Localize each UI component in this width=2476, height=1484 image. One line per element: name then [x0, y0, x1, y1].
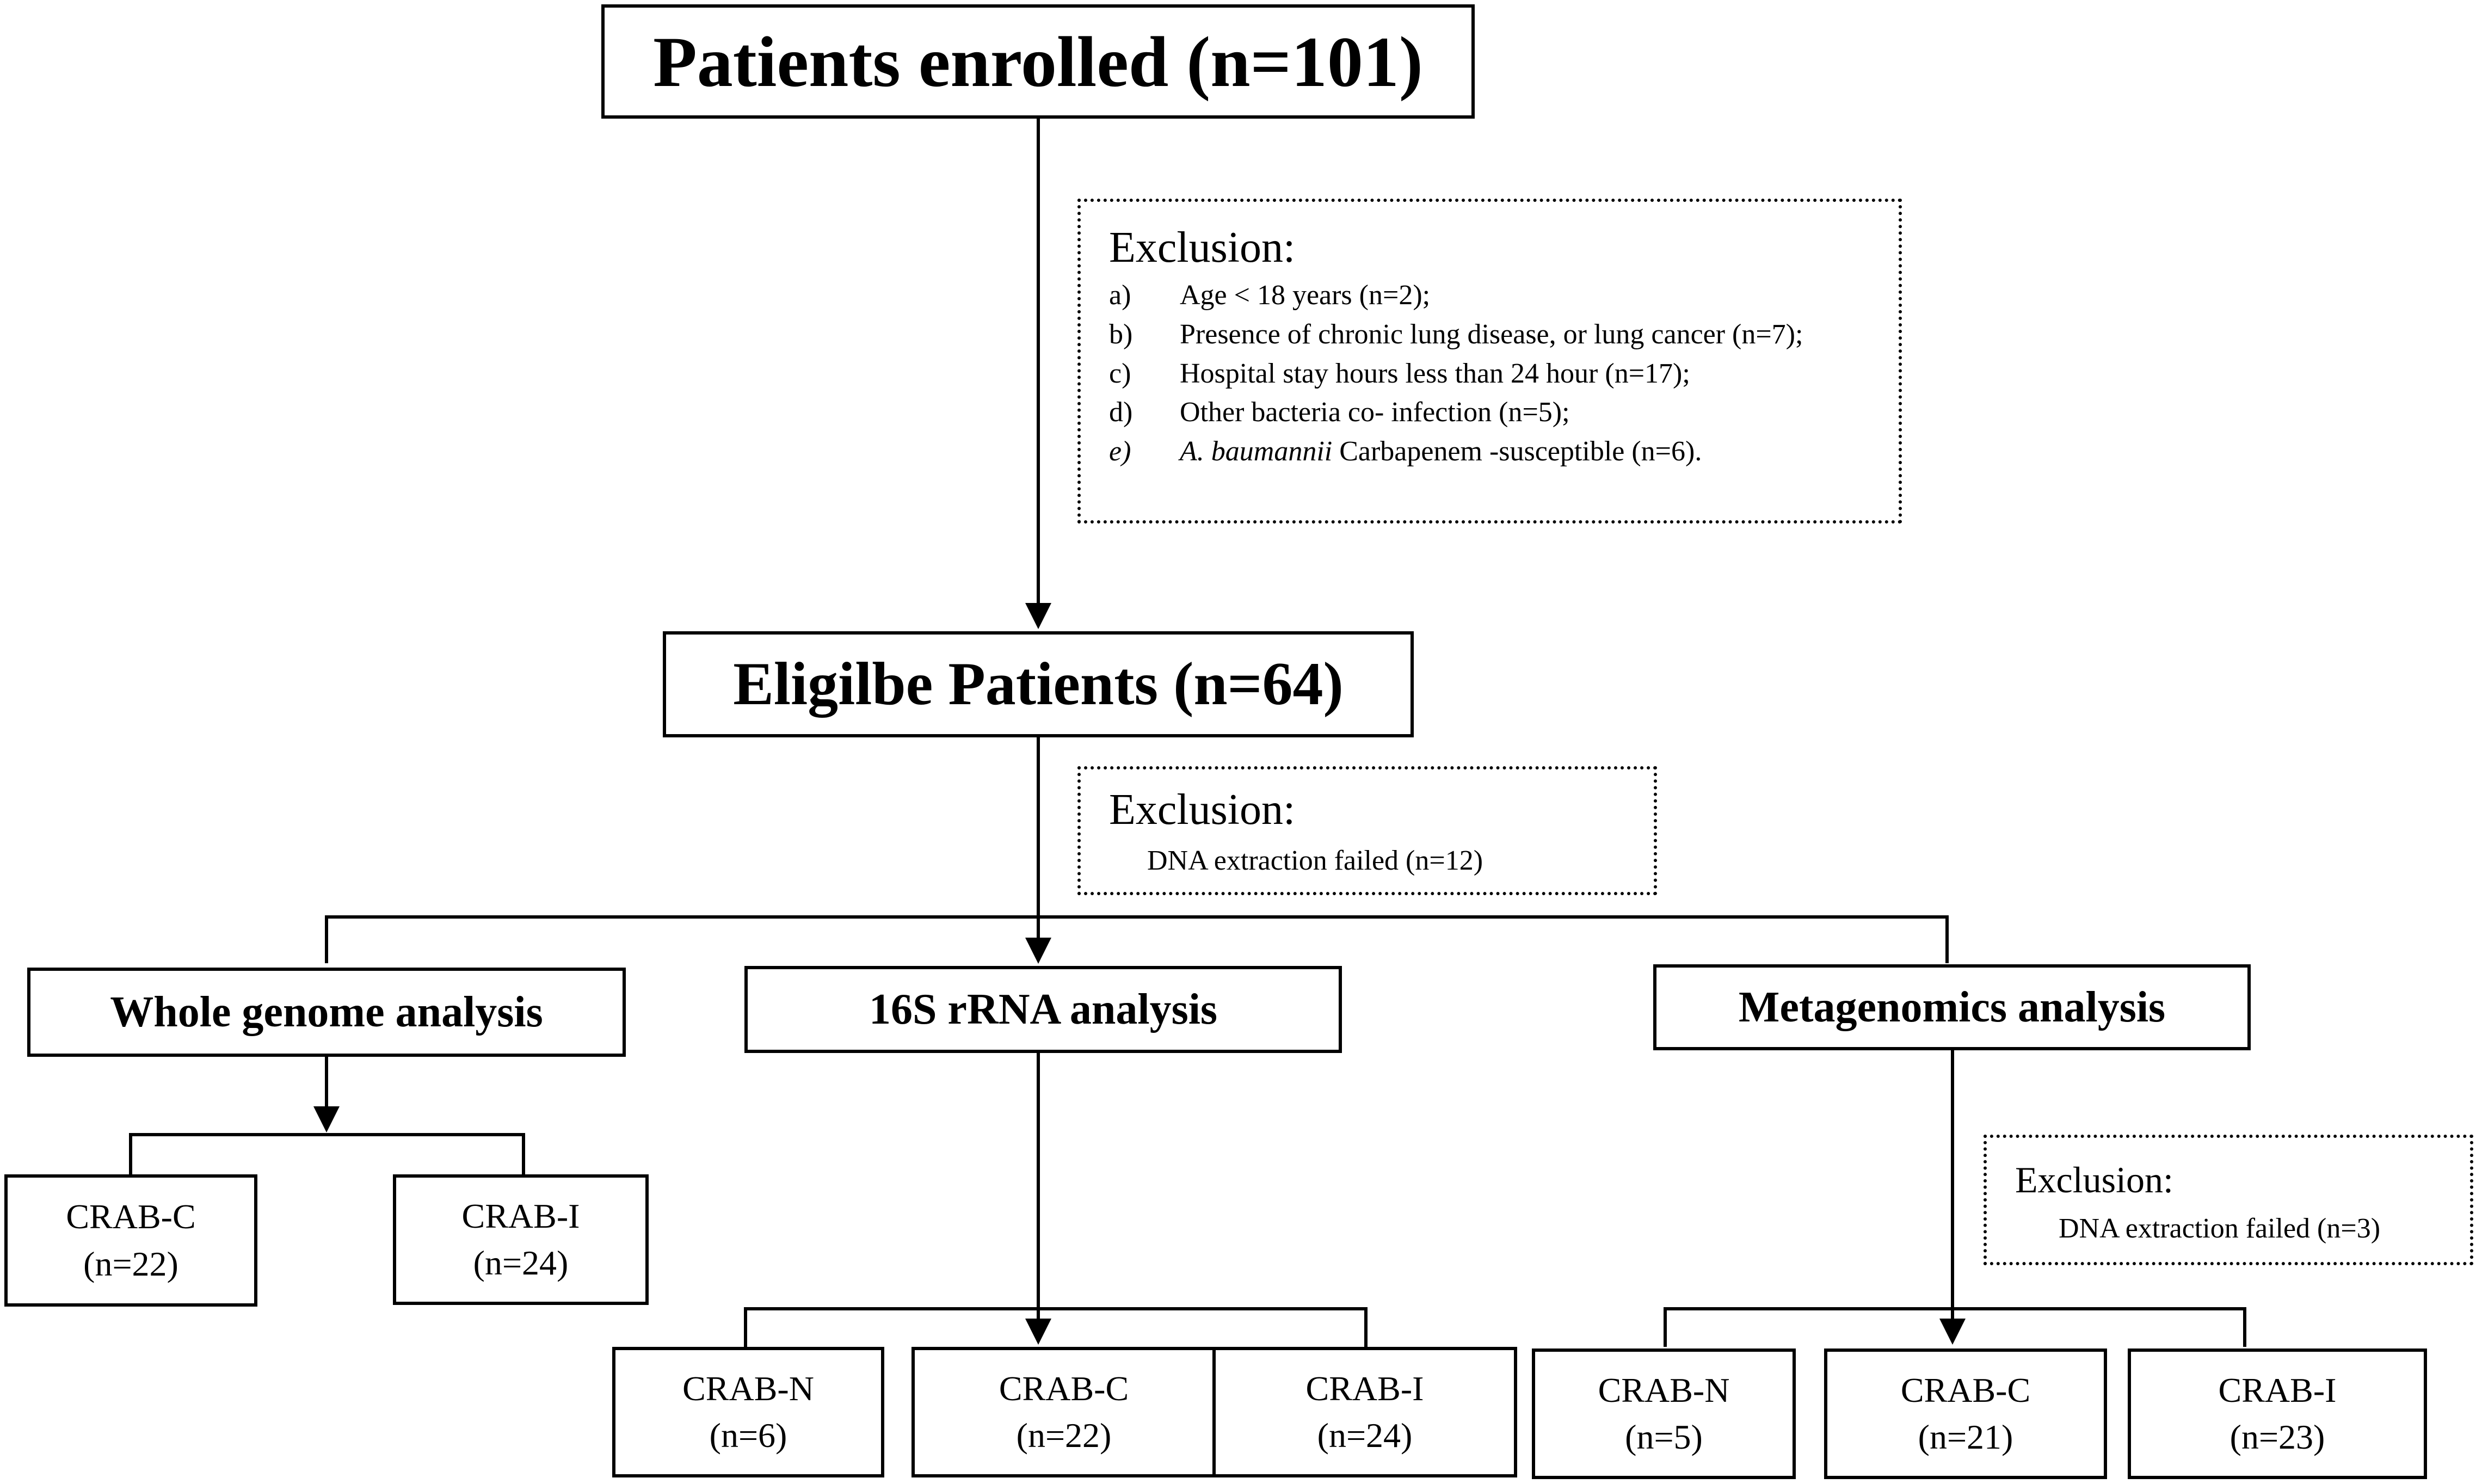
bracket-whole-genome: [129, 1133, 525, 1174]
exclusion-1-item-c: c) Hospital stay hours less than 24 hour…: [1109, 354, 1877, 393]
group-name: CRAB-N: [1598, 1370, 1730, 1409]
group-name: CRAB-I: [461, 1196, 580, 1235]
group-count: (n=22): [83, 1244, 178, 1283]
rrna-crab-c-box: CRAB-C (n=22): [911, 1347, 1216, 1477]
eligible-label: Eligilbe Patients (n=64): [733, 650, 1344, 718]
enrolled-box: Patients enrolled (n=101): [601, 4, 1475, 119]
exclusion-marker: b): [1109, 318, 1133, 350]
bracket-16s: [744, 1307, 1368, 1347]
group-count: (n=22): [1016, 1416, 1112, 1455]
exclusion-3-heading: Exclusion:: [2015, 1159, 2173, 1200]
exclusion-text: A. baumannii Carbapenem -susceptible (n=…: [1180, 432, 1877, 471]
exclusion-1-heading: Exclusion:: [1109, 224, 1296, 272]
group-name: CRAB-C: [1900, 1370, 2031, 1409]
exclusion-1-item-d: d) Other bacteria co- infection (n=5);: [1109, 393, 1877, 432]
metagenomics-box: Metagenomics analysis: [1653, 964, 2251, 1050]
group-count: (n=24): [1317, 1416, 1413, 1455]
meta-crab-c-box: CRAB-C (n=21): [1824, 1348, 2107, 1479]
rrna-16s-label: 16S rRNA analysis: [869, 985, 1218, 1033]
exclusion-box-1: Exclusion: a) Age < 18 years (n=2); b) P…: [1077, 199, 1902, 524]
group-name: CRAB-C: [66, 1197, 196, 1236]
rrna-crab-n-box: CRAB-N (n=6): [612, 1347, 884, 1477]
rrna-16s-box: 16S rRNA analysis: [744, 966, 1342, 1053]
group-count: (n=21): [1918, 1418, 2013, 1456]
exclusion-box-2: Exclusion: DNA extraction failed (n=12): [1077, 766, 1657, 895]
exclusion-marker: a): [1109, 280, 1131, 311]
exclusion-marker: e): [1109, 436, 1131, 467]
wg-crab-c-box: CRAB-C (n=22): [4, 1174, 257, 1307]
exclusion-text: Presence of chronic lung disease, or lun…: [1180, 318, 1803, 350]
exclusion-1-item-e: e) A. baumannii Carbapenem -susceptible …: [1109, 432, 1877, 471]
exclusion-3-text: DNA extraction failed (n=3): [2059, 1212, 2381, 1244]
whole-genome-label: Whole genome analysis: [110, 988, 543, 1036]
exclusion-text: Age < 18 years (n=2);: [1180, 280, 1431, 311]
exclusion-text: Hospital stay hours less than 24 hour (n…: [1180, 358, 1690, 389]
bracket-metagenomics: [1664, 1307, 2246, 1347]
group-name: CRAB-I: [1305, 1369, 1424, 1408]
exclusion-2-text: DNA extraction failed (n=12): [1147, 845, 1483, 876]
group-count: (n=23): [2229, 1418, 2325, 1456]
group-name: CRAB-C: [999, 1369, 1129, 1408]
exclusion-text-rest: Carbapenem -susceptible (n=6).: [1332, 436, 1702, 467]
group-count: (n=6): [709, 1416, 787, 1455]
rrna-crab-i-box: CRAB-I (n=24): [1212, 1347, 1517, 1477]
exclusion-1-list: a) Age < 18 years (n=2); b) Presence of …: [1109, 276, 1877, 471]
meta-crab-n-box: CRAB-N (n=5): [1532, 1348, 1796, 1479]
exclusion-2-heading: Exclusion:: [1109, 786, 1296, 834]
exclusion-1-item-a: a) Age < 18 years (n=2);: [1109, 276, 1877, 315]
whole-genome-box: Whole genome analysis: [27, 968, 626, 1057]
metagenomics-label: Metagenomics analysis: [1738, 983, 2166, 1031]
exclusion-marker: d): [1109, 397, 1133, 428]
group-name: CRAB-I: [2218, 1370, 2337, 1409]
species-name: A. baumannii: [1180, 436, 1333, 467]
branch-bracket-analyses: [325, 915, 1949, 963]
group-count: (n=24): [473, 1243, 569, 1282]
exclusion-marker: c): [1109, 358, 1131, 389]
group-count: (n=5): [1625, 1418, 1703, 1456]
exclusion-box-3: Exclusion: DNA extraction failed (n=3): [1984, 1135, 2473, 1265]
meta-crab-i-box: CRAB-I (n=23): [2128, 1348, 2427, 1479]
wg-crab-i-box: CRAB-I (n=24): [393, 1174, 649, 1305]
exclusion-text: Other bacteria co- infection (n=5);: [1180, 397, 1570, 428]
exclusion-1-item-b: b) Presence of chronic lung disease, or …: [1109, 315, 1877, 354]
group-name: CRAB-N: [682, 1369, 814, 1408]
eligible-box: Eligilbe Patients (n=64): [663, 631, 1414, 737]
enrolled-label: Patients enrolled (n=101): [653, 21, 1423, 102]
